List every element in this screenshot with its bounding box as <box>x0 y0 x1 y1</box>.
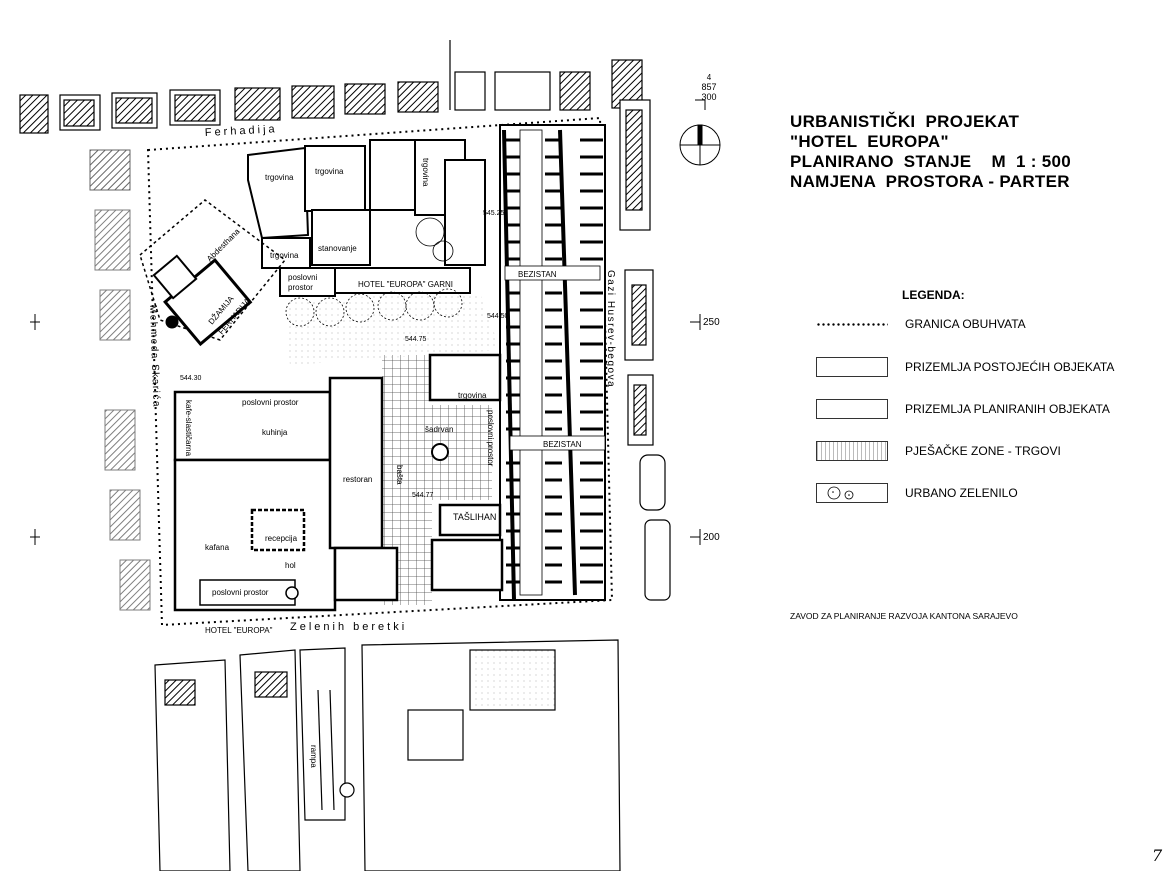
page-number: 7 <box>1152 846 1163 865</box>
title-line-2: "HOTEL EUROPA" <box>790 132 949 151</box>
room-label: trgovina <box>265 173 294 182</box>
grid-ticks <box>30 314 701 545</box>
mosque-ferhadija <box>139 199 287 347</box>
room-label: trgovina <box>458 391 487 400</box>
room-label: trgovina <box>270 251 299 260</box>
institution-footer: ZAVOD ZA PLANIRANJE RAZVOJA KANTONA SARA… <box>790 611 1018 621</box>
elevation-label: 544.77 <box>412 492 434 499</box>
elevation-label: 544.30 <box>180 375 202 382</box>
bezistan <box>499 124 606 601</box>
legend-item-greenery: URBANO ZELENILO <box>816 483 1018 503</box>
fountain-icon <box>431 443 449 461</box>
elevation-label: 545.25 <box>483 210 505 217</box>
elevation-label: 544.50 <box>487 313 509 320</box>
legend-item-planned: PRIZEMLJA PLANIRANIH OBJEKATA <box>816 399 1110 419</box>
tree-circles-icon <box>816 483 888 503</box>
street-west: Mehmeda Skarića <box>147 305 162 408</box>
north-buildings-block <box>247 139 486 297</box>
room-label: trgovina <box>315 167 344 176</box>
planned-building-swatch-icon <box>816 399 888 419</box>
room-label: HOTEL "EUROPA" GARNI <box>358 280 453 289</box>
room-label: Abdesthana <box>205 226 242 263</box>
room-label: TAŠLIHAN <box>453 512 496 522</box>
room-label: BEZISTAN <box>518 270 557 279</box>
room-label: kafana <box>205 543 230 552</box>
legend-label: PJEŠAČKE ZONE - TRGOVI <box>905 444 1061 458</box>
legend-item-pedestrian: PJEŠAČKE ZONE - TRGOVI <box>816 441 1061 461</box>
legend-heading: LEGENDA: <box>902 288 965 302</box>
title-line-1: URBANISTIČKI PROJEKAT <box>790 112 1020 131</box>
east-buildings <box>619 99 671 601</box>
grid-label-200: 200 <box>703 532 720 543</box>
legend-label: PRIZEMLJA POSTOJEĆIH OBJEKATA <box>905 360 1115 374</box>
room-label: poslovni prostor <box>242 398 299 407</box>
elevation-label: 544.75 <box>405 336 427 343</box>
room-label: trgovina <box>421 158 430 187</box>
grid-label-top-3: 300 <box>701 92 716 102</box>
legend-item-boundary: GRANICA OBUHVATA <box>816 314 1026 334</box>
north-arrow-icon <box>679 99 721 166</box>
room-label: prostor <box>288 283 313 292</box>
urban-greenery <box>285 217 463 327</box>
legend-label: GRANICA OBUHVATA <box>905 317 1026 331</box>
street-north: Ferhadija <box>205 123 278 139</box>
room-label: kafe-slastičarna <box>184 400 193 457</box>
room-label: rampa <box>309 745 318 768</box>
taslihan <box>428 353 504 592</box>
title-line-4: NAMJENA PROSTORA - PARTER <box>790 172 1070 191</box>
plan-title: URBANISTIČKI PROJEKAT "HOTEL EUROPA" PLA… <box>790 112 1071 192</box>
room-label: hol <box>285 561 296 570</box>
street-east: Gazi Husrev-begova <box>605 270 616 388</box>
room-label: poslovni prostor <box>212 588 269 597</box>
existing-building-swatch-icon <box>816 357 888 377</box>
pedestrian-zone-north <box>285 292 500 365</box>
legend-item-existing: PRIZEMLJA POSTOJEĆIH OBJEKATA <box>816 357 1114 377</box>
pedestrian-zone-swatch-icon <box>816 441 888 461</box>
south-buildings <box>154 639 621 871</box>
room-label: kuhinja <box>262 428 288 437</box>
legend-label: PRIZEMLJA PLANIRANIH OBJEKATA <box>905 402 1110 416</box>
west-buildings <box>89 149 151 611</box>
room-label: bašta <box>395 465 404 485</box>
grid-label-top-1: 4 <box>707 73 712 82</box>
grid-label-top-2: 857 <box>701 82 716 92</box>
room-label: recepcija <box>265 534 298 543</box>
room-label: stanovanje <box>318 244 357 253</box>
room-label: poslovni prostor <box>486 410 495 467</box>
dotted-line-icon <box>816 314 888 334</box>
north-buildings <box>19 40 643 134</box>
room-label: restoran <box>343 475 372 484</box>
elevation-labels: 545.25 544.50 544.75 544.30 544.77 <box>180 210 509 499</box>
room-label: šadrvan <box>425 425 453 434</box>
title-line-3: PLANIRANO STANJE M 1 : 500 <box>790 152 1072 171</box>
room-label: BEZISTAN <box>543 440 582 449</box>
grid-label-250: 250 <box>703 317 720 328</box>
hotel-europa <box>173 376 399 612</box>
legend-label: URBANO ZELENILO <box>905 486 1018 500</box>
room-label: HOTEL "EUROPA" <box>205 626 273 635</box>
room-label: poslovni <box>288 273 318 282</box>
street-south: Zelenih beretki <box>290 621 407 633</box>
